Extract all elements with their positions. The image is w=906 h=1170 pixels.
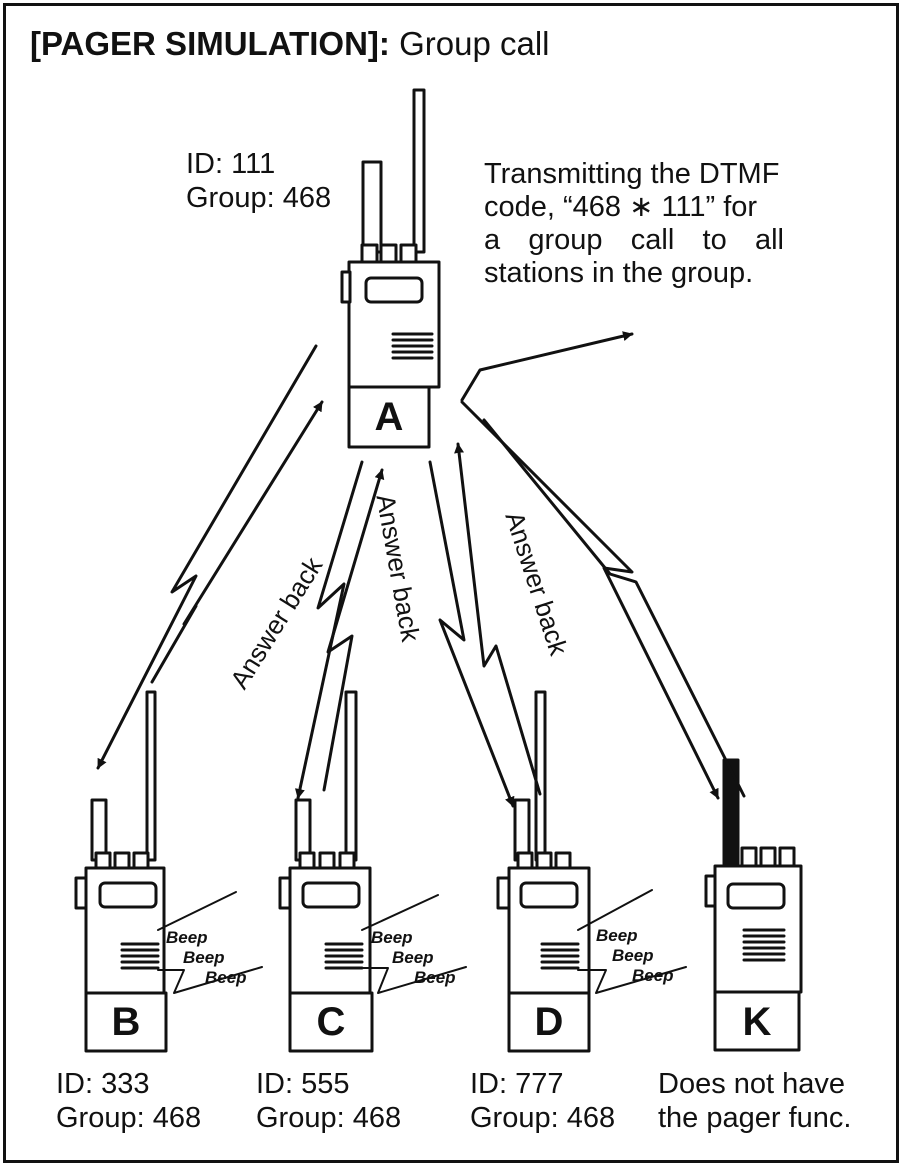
- beep-c-3: Beep: [414, 968, 456, 987]
- beep-d-2: Beep: [612, 946, 654, 965]
- radio-a-label-box: [347, 385, 431, 449]
- radio-a-display: [364, 276, 424, 304]
- station-b-id: ID: 333: [56, 1068, 150, 1100]
- station-c-group: Group: 468: [256, 1102, 402, 1134]
- radio-a-body: [347, 260, 441, 389]
- beep-b-2: Beep: [183, 948, 225, 967]
- station-k-note-line2: the pager func.: [658, 1102, 852, 1134]
- station-c-id: ID: 555: [256, 1068, 350, 1100]
- beep-b-3: Beep: [205, 968, 247, 987]
- radio-b-letter: B: [111, 1000, 141, 1044]
- beep-d-1: Beep: [596, 926, 638, 945]
- radio-a-antenna: [412, 88, 426, 254]
- station-k-note-line1: Does not have: [658, 1068, 846, 1100]
- title-normal: Group call: [389, 25, 550, 62]
- radio-b: [74, 690, 263, 1053]
- beep-c-1: Beep: [371, 928, 413, 947]
- description-line-3: a group call to all: [484, 224, 784, 256]
- description-line-4: stations in the group.: [484, 257, 754, 289]
- radio-k: [704, 758, 803, 1052]
- title-bold: [PAGER SIMULATION]:: [30, 25, 390, 62]
- caller-id: ID: 111: [186, 148, 276, 180]
- radio-k-letter: K: [742, 1000, 772, 1044]
- radio-a: [340, 88, 441, 449]
- beep-c-2: Beep: [392, 948, 434, 967]
- radio-c: [278, 690, 467, 1053]
- station-d-group: Group: 468: [470, 1102, 616, 1134]
- radio-d-letter: D: [534, 1000, 564, 1044]
- station-d-id: ID: 777: [470, 1068, 564, 1100]
- signal-paths: [96, 331, 746, 808]
- radio-a-knob: [361, 160, 383, 254]
- beep-d-3: Beep: [632, 966, 674, 985]
- page-title: [PAGER SIMULATION]: Group call: [30, 24, 549, 64]
- caller-group: Group: 468: [186, 182, 332, 214]
- radio-c-letter: C: [316, 1000, 346, 1044]
- caller-description: Transmitting the DTMF code, “468 ∗ 111” …: [484, 158, 784, 290]
- radio-a-letter: A: [374, 395, 404, 439]
- description-line-2: code, “468 ∗ 111” for: [484, 191, 758, 223]
- radio-d: [496, 690, 687, 1053]
- beep-b-1: Beep: [166, 928, 208, 947]
- station-b-group: Group: 468: [56, 1102, 202, 1134]
- description-line-1: Transmitting the DTMF: [484, 158, 780, 190]
